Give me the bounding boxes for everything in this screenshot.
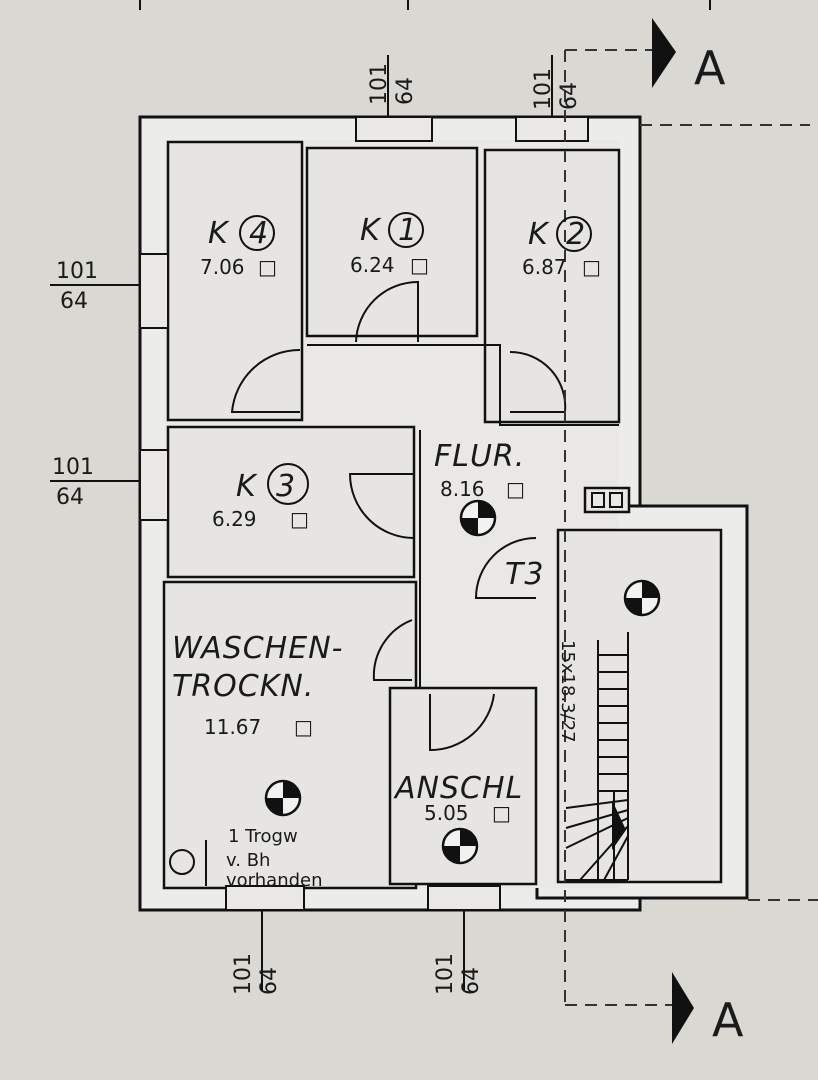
dim-top-1: 101 64 bbox=[367, 63, 418, 105]
dim-bottom-2: 101 64 bbox=[433, 953, 484, 995]
section-arrow-icon bbox=[652, 18, 676, 88]
room-flur-area: 8.16 bbox=[440, 477, 485, 501]
room-k1 bbox=[305, 146, 479, 338]
stair-arrow-icon bbox=[612, 800, 626, 850]
chimney-flue bbox=[609, 492, 623, 508]
window-bottom bbox=[427, 885, 501, 911]
svg-text:64: 64 bbox=[56, 485, 84, 510]
svg-text:101: 101 bbox=[52, 455, 94, 480]
room-k4 bbox=[166, 140, 304, 422]
room-k3-unit: □ bbox=[290, 507, 309, 531]
room-number-circle bbox=[388, 212, 424, 248]
room-k3-name: K bbox=[236, 469, 258, 504]
room-k1-name: K bbox=[360, 213, 382, 248]
room-k4-name: K bbox=[208, 216, 230, 251]
dim-left-2: 101 64 bbox=[52, 455, 94, 510]
door-swing-k3 bbox=[348, 473, 415, 539]
door-swing-k1 bbox=[355, 280, 419, 343]
room-k1-area: 6.24 bbox=[350, 253, 395, 277]
svg-text:101: 101 bbox=[433, 953, 458, 995]
door-label-t3: T3 bbox=[505, 557, 544, 592]
note-line-1: 1 Trogw bbox=[228, 826, 298, 847]
room-waschen-name-line1: WASCHEN- bbox=[172, 631, 343, 666]
room-number-circle bbox=[556, 216, 592, 252]
room-k3 bbox=[166, 425, 416, 579]
room-waschen-name-line2: TROCKN. bbox=[172, 669, 314, 704]
room-k4-number: 4 bbox=[249, 216, 269, 251]
drain-icon bbox=[169, 849, 195, 875]
dim-top-2: 101 64 bbox=[531, 68, 582, 110]
svg-text:64: 64 bbox=[60, 289, 88, 314]
dim-left-1: 101 64 bbox=[56, 259, 98, 314]
window-top bbox=[355, 116, 433, 142]
svg-text:101: 101 bbox=[56, 259, 98, 284]
room-number-circle bbox=[267, 463, 309, 505]
light-fixture-icon bbox=[441, 827, 479, 865]
room-anschl-name: ANSCHL bbox=[393, 771, 523, 806]
room-flur-unit: □ bbox=[506, 477, 525, 501]
window-left bbox=[139, 449, 169, 521]
room-number-circle bbox=[239, 215, 275, 251]
room-k2-name: K bbox=[528, 217, 550, 252]
svg-text:64: 64 bbox=[557, 82, 582, 110]
room-k2 bbox=[483, 148, 621, 424]
door-swing-k4 bbox=[230, 348, 301, 413]
room-k1-unit: □ bbox=[410, 253, 429, 277]
window-bottom bbox=[225, 885, 305, 911]
svg-text:101: 101 bbox=[367, 63, 392, 105]
note-line-3: vorhanden bbox=[226, 870, 323, 891]
door-swing-k2 bbox=[509, 350, 567, 413]
light-fixture-icon bbox=[264, 779, 302, 817]
room-anschl-unit: □ bbox=[492, 801, 511, 825]
room-k4-area: 7.06 bbox=[200, 255, 245, 279]
room-waschen-unit: □ bbox=[294, 715, 313, 739]
svg-text:64: 64 bbox=[459, 967, 484, 995]
section-arrow-icon bbox=[672, 972, 694, 1044]
section-mark-bottom: A bbox=[712, 993, 744, 1047]
door-swing-anschl bbox=[429, 693, 495, 752]
room-k4-unit: □ bbox=[258, 255, 277, 279]
room-k3-number: 3 bbox=[276, 469, 296, 504]
room-k1-number: 1 bbox=[398, 213, 418, 248]
corridor-wall bbox=[307, 344, 619, 426]
window-left bbox=[139, 253, 169, 329]
room-k2-number: 2 bbox=[566, 217, 586, 252]
note-line-2: v. Bh bbox=[226, 850, 270, 871]
dim-bottom-1: 101 64 bbox=[231, 953, 282, 995]
room-k2-area: 6.87 bbox=[522, 255, 567, 279]
section-mark-top: A bbox=[694, 41, 726, 95]
stair-dimension-label: 15x18.3/27 bbox=[557, 640, 578, 743]
staircase bbox=[565, 632, 629, 881]
svg-text:101: 101 bbox=[531, 68, 556, 110]
room-anschl-area: 5.05 bbox=[424, 801, 469, 825]
light-fixture-icon bbox=[623, 579, 661, 617]
room-k3-area: 6.29 bbox=[212, 507, 257, 531]
room-flur-name: FLUR. bbox=[434, 439, 525, 474]
chimney-flue bbox=[591, 492, 605, 508]
room-k2-unit: □ bbox=[582, 255, 601, 279]
light-fixture-icon bbox=[459, 499, 497, 537]
door-swing-waschen bbox=[372, 619, 413, 681]
svg-text:64: 64 bbox=[393, 77, 418, 105]
room-waschen bbox=[162, 580, 418, 890]
door-swing-t3 bbox=[474, 537, 537, 599]
room-waschen-area: 11.67 bbox=[204, 715, 261, 739]
svg-text:64: 64 bbox=[257, 967, 282, 995]
window-top bbox=[515, 116, 589, 142]
svg-text:101: 101 bbox=[231, 953, 256, 995]
